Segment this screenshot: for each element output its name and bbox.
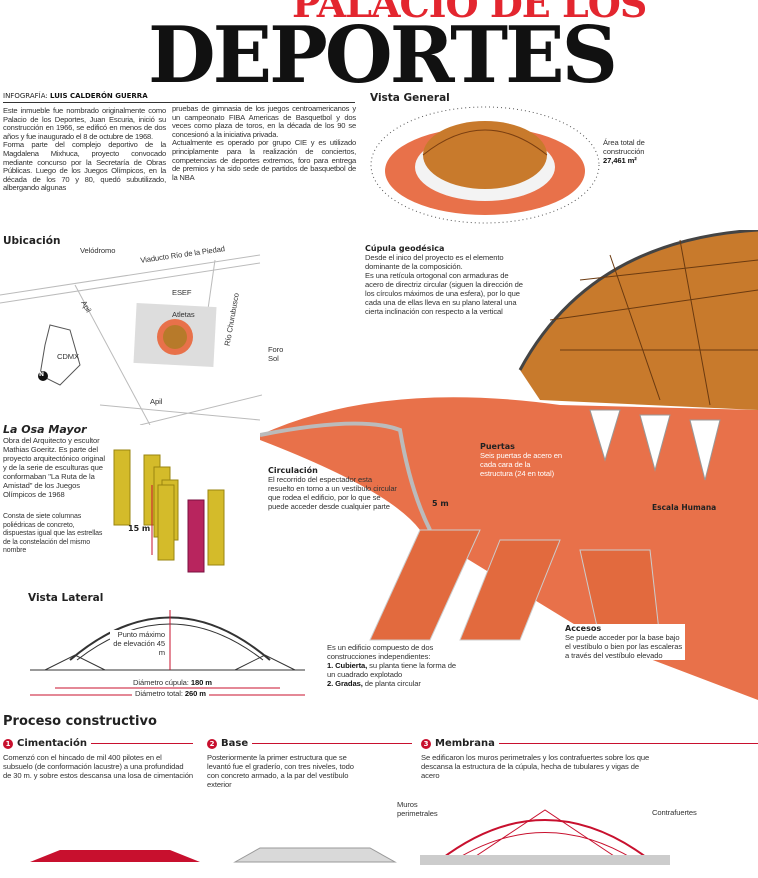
edificio-item1: su planta tiene la forma de un cuadrado …: [327, 661, 456, 679]
contrafuertes-label: Contrafuertes: [652, 808, 697, 817]
circulacion-title: Circulación: [268, 466, 318, 475]
puertas-title: Puertas: [480, 442, 515, 451]
map-label-foro-sol: Foro Sol: [268, 345, 284, 363]
osa-mayor-text-2: Consta de siete columnas poliédricas de …: [3, 513, 103, 555]
step-title: Membrana: [435, 738, 495, 749]
step-title: Base: [221, 738, 249, 749]
osa-mayor-callout: La Osa Mayor Obra del Arquitecto y escul…: [3, 423, 108, 556]
circulacion-text: El recorrido del espectador esta resuelt…: [268, 475, 397, 511]
construction-illustrations: [30, 809, 670, 865]
step-3: 3 Membrana Se edificaron los muros perime…: [421, 738, 758, 780]
intro-col1: Este inmueble fue nombrado originalmente…: [3, 106, 166, 193]
step-1: 1 Cimentación Comenzó con el hincado de m…: [3, 738, 193, 780]
accesos-text: Se puede acceder por la base bajo el ves…: [565, 633, 683, 660]
escala-humana: Escala Humana: [652, 503, 717, 512]
map-label-apil-2: Apil: [150, 397, 163, 406]
intro-col2: pruebas de gimnasia de los juegos centro…: [172, 104, 356, 182]
puertas-callout: Puertas Seis puertas de acero en cada ca…: [480, 442, 565, 478]
diametro-total-value: 260 m: [184, 689, 206, 698]
circulacion-callout: Circulación El recorrido del espectador …: [268, 466, 398, 511]
muros-label: Muros perimetrales: [397, 800, 438, 818]
edificio-text: Es un edificio compuesto de dos construc…: [327, 643, 457, 688]
step-number: 3: [421, 738, 431, 749]
diametro-cupula-value: 180 m: [190, 678, 212, 687]
cupula-title: Cúpula geodésica: [365, 244, 445, 253]
map-label-esef: ESEF: [172, 288, 192, 297]
edificio-item1-label: 1. Cubierta,: [327, 661, 368, 670]
diametro-total: Diámetro total: 260 m: [132, 689, 209, 698]
step-number: 1: [3, 738, 13, 749]
vista-general-title: Vista General: [370, 92, 450, 104]
map-label-velodromo: Velódromo: [80, 246, 116, 255]
area-value: 27,461 m²: [603, 156, 637, 165]
diametro-cupula-label: Diámetro cúpula:: [133, 678, 189, 687]
page-title: DEPORTES: [148, 10, 618, 101]
punto-maximo: Punto máximo de elevación 45 m: [110, 630, 165, 657]
ubicacion-title: Ubicación: [3, 235, 61, 247]
cupula-text: Desde el inico del proyecto es el elemen…: [365, 253, 523, 316]
north-icon: N: [39, 371, 45, 378]
edificio-item2: de planta circular: [362, 679, 421, 688]
edificio-intro: Es un edificio compuesto de dos construc…: [327, 643, 434, 661]
step-title: Cimentación: [17, 738, 87, 749]
edificio-item2-label: 2. Gradas,: [327, 679, 363, 688]
title-top: PALACIO DE LOS: [292, 0, 647, 26]
location-map: [0, 254, 262, 425]
accesos-callout: Accesos Se puede acceder por la base baj…: [565, 624, 685, 660]
step-text: Se edificaron los muros perimetrales y l…: [421, 753, 650, 780]
area-label: Área total de construcción: [603, 138, 645, 156]
step-2: 2 Base Posteriormente la primer estructur…: [207, 738, 412, 789]
diametro-cupula: Diámetro cúpula: 180 m: [130, 678, 215, 687]
credit: INFOGRAFÍA: LUIS CALDERÓN GUERRA: [3, 92, 355, 103]
height-5m: 5 m: [432, 499, 449, 508]
credit-name: LUIS CALDERÓN GUERRA: [49, 92, 148, 100]
credit-label: INFOGRAFÍA:: [3, 92, 48, 100]
puertas-text: Seis puertas de acero en cada cara de la…: [480, 451, 563, 478]
osa-mayor-text: Obra del Arquitecto y escultor Mathias G…: [3, 436, 105, 499]
proceso-title: Proceso constructivo: [3, 714, 157, 729]
osa-mayor-columns: [113, 449, 225, 573]
osa-mayor-height: 15 m: [128, 524, 151, 533]
map-label-atletas: Atletas: [172, 310, 195, 319]
map-label-cdmx: CDMX: [57, 352, 79, 361]
osa-mayor-title: La Osa Mayor: [3, 423, 87, 436]
cupula-callout: Cúpula geodésica Desde el inico del proy…: [365, 244, 525, 316]
step-number: 2: [207, 738, 217, 749]
vista-general-illustration: [370, 106, 600, 224]
step-text: Posteriormente la primer estructura que …: [207, 753, 354, 789]
accesos-title: Accesos: [565, 624, 602, 633]
diametro-total-label: Diámetro total:: [135, 689, 183, 698]
step-text: Comenzó con el hincado de mil 400 pilote…: [3, 753, 193, 780]
vista-lateral-title: Vista Lateral: [28, 592, 104, 604]
